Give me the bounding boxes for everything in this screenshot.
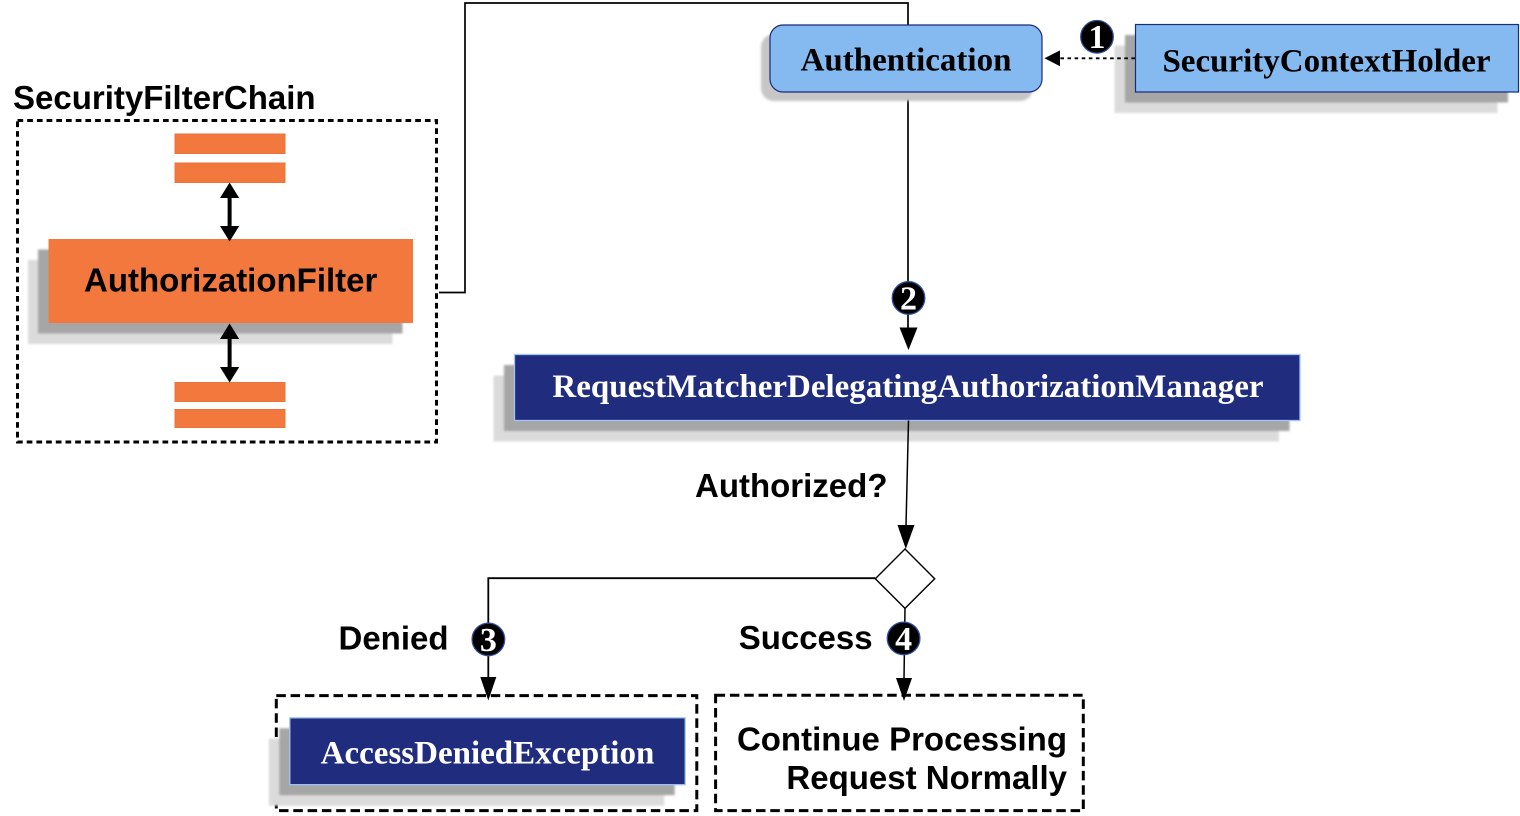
svg-text:Denied: Denied xyxy=(339,620,449,657)
svg-text:Authentication: Authentication xyxy=(801,43,1012,79)
svg-text:Continue Processing: Continue Processing xyxy=(737,720,1067,757)
svg-text:1: 1 xyxy=(1089,19,1106,56)
svg-text:AccessDeniedException: AccessDeniedException xyxy=(321,735,655,771)
svg-text:Authorized?: Authorized? xyxy=(695,467,887,504)
svg-text:Success: Success xyxy=(739,619,873,656)
svg-text:Request Normally: Request Normally xyxy=(786,759,1067,796)
svg-text:SecurityContextHolder: SecurityContextHolder xyxy=(1162,44,1490,80)
svg-text:2: 2 xyxy=(900,280,917,317)
svg-text:4: 4 xyxy=(895,621,912,658)
svg-text:3: 3 xyxy=(480,622,497,659)
svg-text:SecurityFilterChain: SecurityFilterChain xyxy=(13,79,316,116)
svg-text:AuthorizationFilter: AuthorizationFilter xyxy=(84,261,377,298)
svg-text:RequestMatcherDelegatingAuthor: RequestMatcherDelegatingAuthorizationMan… xyxy=(552,369,1263,405)
